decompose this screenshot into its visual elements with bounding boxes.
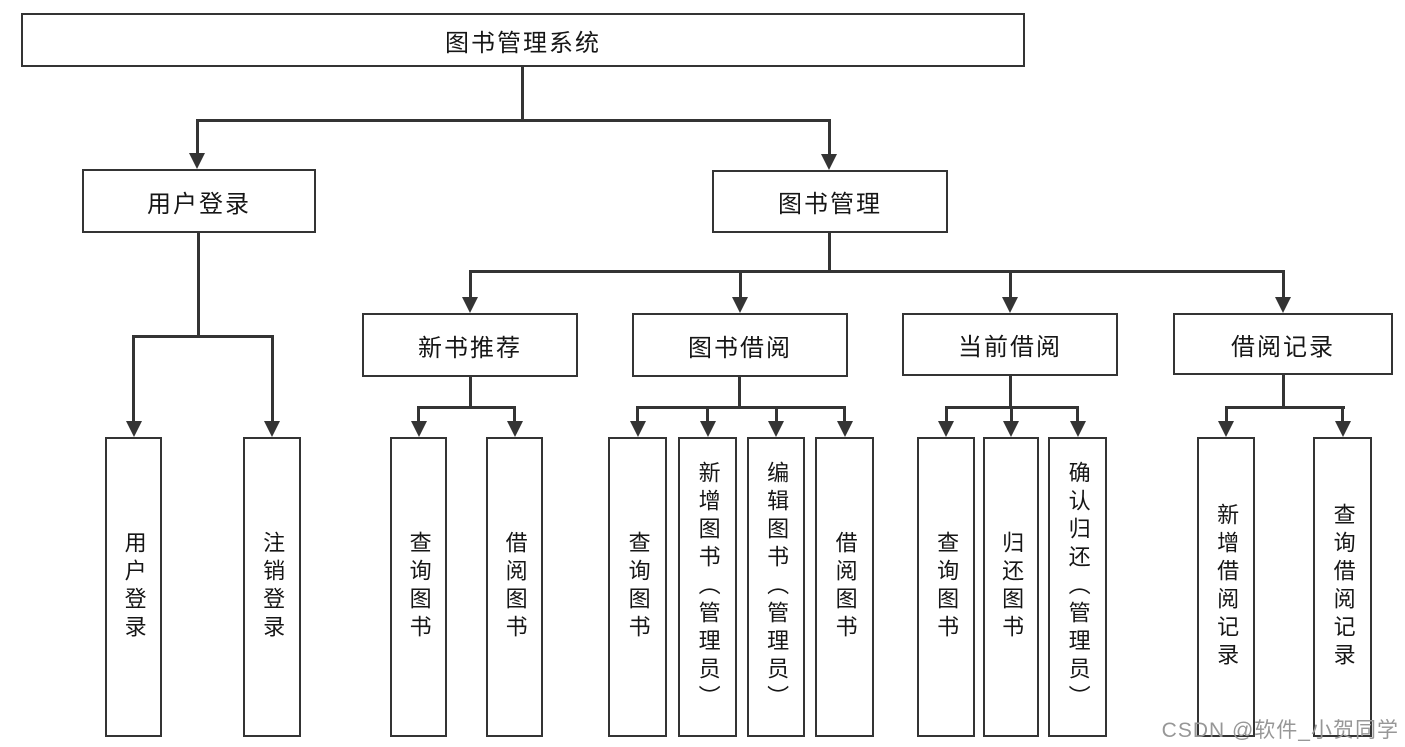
connector-line-borrow-records-bus [1224,406,1345,409]
leaf-label: 查询借阅记录 [1330,503,1356,671]
connector-arrow-borrow-records-leaf-2 [1334,406,1351,437]
connector-line-current-borrow-stem [1008,375,1012,409]
leaf-borrow-edit-book-admin: 编辑图书（管理员） [747,437,805,737]
leaf-label: 编辑图书（管理员） [764,461,790,713]
connector-line-user-login-stem [196,232,200,338]
leaf-label: 借阅图书 [832,531,858,643]
connector-arrow-current-borrow-leaf-1 [938,406,954,437]
leaf-borrow-add-book-admin: 新增图书（管理员） [678,437,737,737]
node-library-management-system: 图书管理系统 [21,13,1025,67]
connector-arrow-book-borrow-leaf-3 [768,406,784,437]
connector-arrow-book-borrow-leaf-2 [699,406,716,437]
connector-arrow-to-leaf-user-login [125,335,142,437]
node-label: 当前借阅 [958,334,1062,361]
connector-line-book-borrow-bus [636,406,846,409]
connector-line-user-login-bus [132,335,274,338]
node-borrow-records: 借阅记录 [1173,313,1393,375]
leaf-label: 用户登录 [121,531,147,643]
connector-arrow-current-borrow-leaf-2 [1003,406,1019,437]
node-label: 用户登录 [147,190,251,218]
leaf-label: 新增图书（管理员） [695,461,721,713]
leaf-current-query-book: 查询图书 [917,437,975,737]
csdn-watermark: CSDN @软件_小贺同学 [1161,719,1399,742]
connector-arrow-to-new-book [462,270,478,313]
connector-line-level2-bus [195,119,831,122]
connector-arrow-to-borrow-records [1275,270,1291,313]
node-label: 图书借阅 [688,334,792,362]
leaf-borrow-query-book: 查询图书 [608,437,667,737]
leaf-user-login: 用户登录 [105,437,162,737]
connector-arrow-to-book-management [821,119,837,170]
leaf-new-book-borrow: 借阅图书 [486,437,543,737]
leaf-label: 查询图书 [625,531,651,643]
connector-arrow-new-book-leaf-1 [410,406,427,437]
node-label: 新书推荐 [418,334,522,362]
leaf-label: 查询图书 [406,531,432,643]
connector-line-new-book-bus [417,406,516,409]
leaf-borrow-borrow-book: 借阅图书 [815,437,874,737]
leaf-label: 借阅图书 [502,531,528,643]
connector-arrow-to-current-borrow [1002,270,1018,313]
leaf-label: 注销登录 [260,531,286,643]
leaf-label: 查询图书 [934,531,960,643]
leaf-logout: 注销登录 [243,437,301,737]
node-current-borrow: 当前借阅 [902,313,1118,376]
node-new-book-recommend: 新书推荐 [362,313,578,377]
connector-arrow-book-borrow-leaf-1 [629,406,646,437]
connector-line-book-mgmt-stem [827,232,831,273]
node-label: 图书管理系统 [445,29,601,57]
leaf-label: 确认归还（管理员） [1065,461,1091,713]
connector-line-root-stem [520,66,524,122]
connector-line-level3-bus [468,270,1285,273]
connector-arrow-to-book-borrow [732,270,748,313]
node-label: 借阅记录 [1231,333,1335,361]
connector-arrow-book-borrow-leaf-4 [836,406,853,437]
connector-arrow-borrow-records-leaf-1 [1218,406,1234,437]
connector-line-book-borrow-stem [738,375,741,409]
leaf-current-confirm-return-admin: 确认归还（管理员） [1048,437,1107,737]
leaf-records-add-record: 新增借阅记录 [1197,437,1255,737]
node-label: 图书管理 [778,191,882,218]
connector-line-new-book-stem [468,376,472,409]
connector-arrow-current-borrow-leaf-3 [1069,406,1086,437]
connector-line-borrow-records-stem [1281,374,1285,409]
leaf-current-return-book: 归还图书 [983,437,1039,737]
node-user-login: 用户登录 [82,169,316,233]
leaf-new-book-query: 查询图书 [390,437,447,737]
node-book-management: 图书管理 [712,170,948,233]
connector-arrow-to-leaf-logout [264,335,280,437]
leaf-label: 归还图书 [999,531,1025,643]
leaf-label: 新增借阅记录 [1214,503,1240,671]
connector-arrow-to-user-login [189,119,205,169]
leaf-records-query-record: 查询借阅记录 [1313,437,1372,737]
node-book-borrow: 图书借阅 [632,313,848,377]
connector-arrow-new-book-leaf-2 [506,406,523,437]
